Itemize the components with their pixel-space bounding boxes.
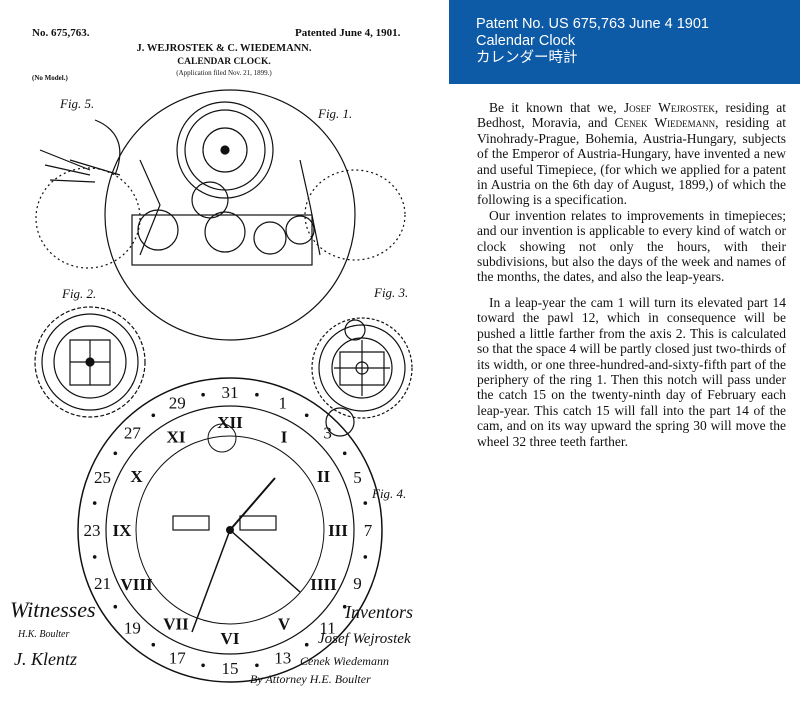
fig1-label: Fig. 1. (317, 106, 352, 121)
no-model: (No Model.) (32, 74, 68, 82)
inventor-2-signature: Cenek Wiedemann (300, 654, 389, 668)
date-dot (304, 642, 309, 647)
hour-numeral: XI (167, 428, 186, 447)
application-date: (Application filed Nov. 21, 1899.) (176, 69, 272, 77)
hour-numeral: II (317, 467, 331, 486)
inventors-heading: J. WEJROSTEK & C. WIEDEMANN. (137, 43, 312, 54)
patented-date: Patented June 4, 1901. (295, 27, 401, 39)
witnesses-label: Witnesses (10, 597, 96, 622)
hour-numeral: VI (221, 629, 240, 648)
fig4-label: Fig. 4. (371, 486, 406, 501)
date-label: 19 (124, 619, 141, 638)
specification-text: Be it known that we, Josef Wejrostek, re… (449, 84, 800, 449)
inventor-name-1: Josef Wejrostek (623, 100, 715, 115)
date-dot (151, 413, 156, 418)
paragraph-1: Be it known that we, Josef Wejrostek, re… (477, 100, 786, 208)
patent-drawing-svg: No. 675,763. Patented June 4, 1901. J. W… (10, 27, 413, 686)
date-dot (255, 392, 259, 397)
date-label: 9 (353, 574, 362, 593)
hour-numeral: III (328, 521, 348, 540)
fig2-label: Fig. 2. (61, 286, 96, 301)
date-label: 11 (319, 619, 335, 638)
fig3-label: Fig. 3. (373, 285, 408, 300)
date-dot (151, 642, 156, 647)
fig1-mechanism (35, 89, 406, 341)
date-label: 3 (323, 423, 332, 442)
hour-numeral: VIII (120, 575, 153, 594)
date-label: 15 (222, 659, 239, 678)
inventors-label: Inventors (344, 602, 413, 622)
date-label: 31 (222, 383, 239, 402)
date-dot (342, 604, 347, 609)
date-label: 1 (279, 394, 288, 413)
hour-numeral: VII (163, 615, 189, 634)
witness-1-signature: H.K. Boulter (17, 629, 69, 640)
patent-number: No. 675,763. (32, 27, 90, 39)
date-label: 27 (124, 423, 142, 442)
date-dot (201, 392, 205, 397)
date-dot (363, 555, 368, 559)
hour-numeral: I (281, 428, 288, 447)
date-dot (304, 413, 309, 418)
title-banner: Patent No. US 675,763 June 4 1901 Calend… (449, 0, 800, 84)
patent-drawing: No. 675,763. Patented June 4, 1901. J. W… (10, 0, 450, 700)
fig2-gear (34, 306, 146, 418)
fig5-label: Fig. 5. (59, 96, 94, 111)
witness-2-signature: J. Klentz (14, 649, 77, 669)
paragraph-2: Our invention relates to improvements in… (477, 207, 786, 285)
description-panel: Patent No. US 675,763 June 4 1901 Calend… (449, 0, 800, 700)
date-dot (92, 555, 97, 559)
hour-numeral: XII (217, 413, 243, 432)
hour-numeral: V (278, 615, 291, 634)
date-dot (201, 663, 205, 668)
date-dot (113, 604, 118, 609)
date-dot (342, 451, 347, 456)
hour-numeral: IIII (310, 575, 337, 594)
date-dot (255, 663, 259, 668)
date-label: 23 (84, 521, 101, 540)
banner-title-ja: カレンダー時計 (476, 50, 578, 66)
date-dot (113, 451, 118, 456)
drawing-title: CALENDAR CLOCK. (177, 57, 270, 67)
fig3-gear (311, 317, 413, 437)
hour-numeral: IX (113, 521, 133, 540)
date-label: 13 (274, 649, 291, 668)
date-dot (363, 501, 368, 505)
date-label: 25 (94, 468, 111, 487)
banner-patent-number: Patent No. US 675,763 June 4 1901 (476, 16, 709, 32)
banner-title-en: Calendar Clock (476, 33, 576, 49)
paragraph-3: In a leap-year the cam 1 will turn its e… (477, 294, 786, 449)
attorney-signature: By Attorney H.E. Boulter (250, 672, 371, 686)
date-label: 7 (364, 521, 373, 540)
date-label: 17 (169, 649, 187, 668)
date-label: 5 (353, 468, 362, 487)
date-label: 21 (94, 574, 111, 593)
date-label: 29 (169, 394, 186, 413)
inventor-name-2: Cenek Wiedemann (614, 115, 716, 131)
hour-numeral: X (130, 467, 143, 486)
date-dot (92, 501, 97, 505)
inventor-1-signature: Josef Wejrostek (318, 631, 411, 647)
